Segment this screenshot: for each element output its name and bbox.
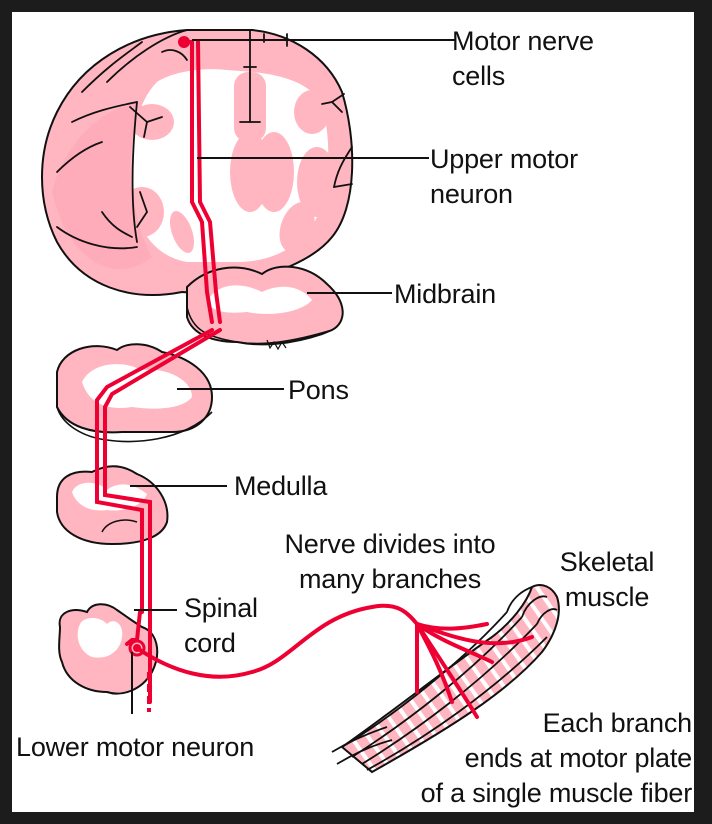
- label-line: neuron: [430, 179, 513, 209]
- midbrain-section: [186, 265, 344, 351]
- label-each-branch: Each branch ends at motor plate of a sin…: [420, 706, 693, 811]
- label-line: Motor nerve: [452, 26, 594, 56]
- label-line: of a single muscle fiber: [420, 778, 693, 808]
- label-line: muscle: [564, 582, 650, 612]
- label-line: Upper motor: [430, 144, 578, 174]
- diagram-artwork: [41, 29, 560, 774]
- motor-pathway-diagram: Motor nerve cells Upper motor neuron Mid…: [12, 12, 694, 812]
- label-line: many branches: [299, 564, 481, 594]
- brain-section: [41, 29, 354, 296]
- label-skeletal-muscle: Skeletal muscle: [542, 545, 672, 615]
- leader-lines: [130, 39, 455, 714]
- label-line: Nerve divides into: [284, 529, 496, 559]
- temporal-lobe: [52, 102, 152, 270]
- label-line: ends at motor plate: [464, 743, 693, 773]
- label-upper-motor-neuron: Upper motor neuron: [430, 142, 578, 212]
- label-midbrain: Midbrain: [394, 279, 496, 309]
- label-lower-motor-neuron: Lower motor neuron: [16, 732, 255, 762]
- label-pons: Pons: [288, 375, 349, 405]
- label-motor-nerve-cells: Motor nerve cells: [452, 24, 594, 94]
- label-spinal-cord: Spinal cord: [184, 591, 258, 661]
- label-line: cells: [452, 61, 506, 91]
- label-line: Each branch: [542, 708, 693, 738]
- label-line: Skeletal: [559, 547, 655, 577]
- motor-pathway: [95, 36, 534, 719]
- label-line: cord: [184, 628, 236, 658]
- label-line: Spinal: [184, 593, 258, 623]
- pons-section: [56, 343, 214, 443]
- label-nerve-divides: Nerve divides into many branches: [260, 527, 520, 597]
- label-medulla: Medulla: [234, 471, 328, 501]
